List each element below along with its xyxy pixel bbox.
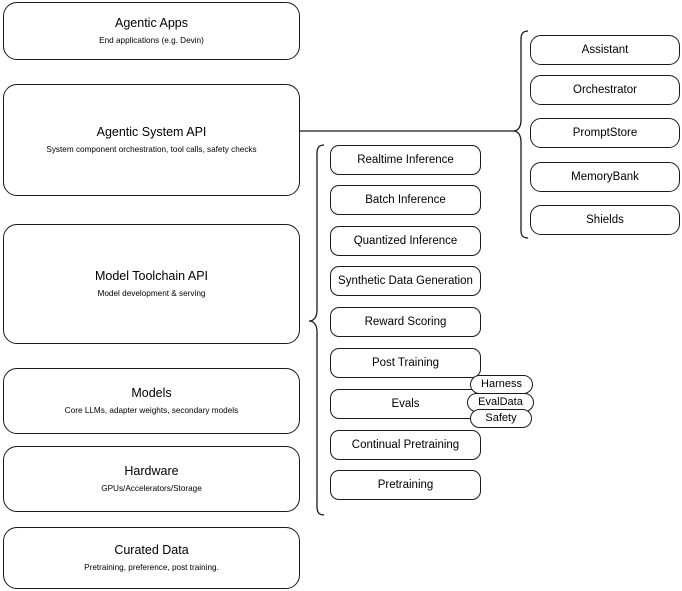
evals-subcomponent-label: EvalData	[478, 395, 523, 408]
layer-title: Models	[131, 385, 172, 400]
system-component-label: Assistant	[581, 43, 629, 56]
capability-reward-scoring[interactable]: Reward Scoring	[330, 307, 481, 337]
capability-batch-inference[interactable]: Batch Inference	[330, 185, 481, 215]
layer-title: Hardware	[124, 463, 179, 478]
capability-label: Batch Inference	[365, 193, 446, 206]
capability-label: Reward Scoring	[364, 315, 447, 328]
capability-quantized-inference[interactable]: Quantized Inference	[330, 226, 481, 256]
stack-layer-agentic-apps[interactable]: Agentic Apps End applications (e.g. Devi…	[3, 2, 300, 60]
brace-toolchain-capabilities	[308, 144, 325, 516]
evals-subcomponent-label: Safety	[485, 411, 517, 424]
capability-label: Post Training	[371, 356, 440, 369]
system-component-shields[interactable]: Shields	[530, 205, 680, 235]
stack-layer-agentic-system-api[interactable]: Agentic System API System component orch…	[3, 84, 300, 196]
capability-label: Pretraining	[377, 478, 434, 491]
stack-layer-curated-data[interactable]: Curated Data Pretraining, preference, po…	[3, 527, 300, 589]
system-component-label: Shields	[586, 213, 624, 226]
brace-system-components	[512, 30, 529, 239]
layer-subtitle: End applications (e.g. Devin)	[99, 36, 204, 46]
capability-label: Realtime Inference	[357, 153, 454, 166]
capability-synthetic-data-generation[interactable]: Synthetic Data Generation	[330, 266, 481, 296]
capability-post-training[interactable]: Post Training	[330, 348, 481, 378]
capability-label: Synthetic Data Generation	[338, 274, 473, 287]
evals-subcomponent-harness[interactable]: Harness	[470, 375, 533, 394]
capability-label: Evals	[391, 397, 420, 410]
evals-subcomponent-label: Harness	[481, 377, 522, 390]
system-component-label: Orchestrator	[573, 83, 637, 96]
capability-label: Quantized Inference	[353, 234, 458, 247]
system-component-label: PromptStore	[572, 126, 638, 139]
layer-subtitle: Pretraining, preference, post training.	[84, 563, 219, 573]
layer-title: Curated Data	[114, 542, 189, 557]
layer-subtitle: Core LLMs, adapter weights, secondary mo…	[64, 406, 239, 416]
capability-pretraining[interactable]: Pretraining	[330, 470, 481, 500]
layer-title: Model Toolchain API	[94, 268, 209, 283]
stack-layer-hardware[interactable]: Hardware GPUs/Accelerators/Storage	[3, 446, 300, 512]
evals-subcomponent-safety[interactable]: Safety	[470, 409, 532, 428]
layer-subtitle: GPUs/Accelerators/Storage	[101, 484, 202, 494]
system-component-assistant[interactable]: Assistant	[530, 35, 680, 65]
layer-title: Agentic Apps	[115, 15, 188, 30]
stack-layer-models[interactable]: Models Core LLMs, adapter weights, secon…	[3, 368, 300, 434]
system-component-label: MemoryBank	[571, 170, 639, 183]
layer-subtitle: Model development & serving	[97, 289, 206, 299]
capability-continual-pretraining[interactable]: Continual Pretraining	[330, 430, 481, 460]
system-component-memorybank[interactable]: MemoryBank	[530, 162, 680, 192]
stack-layer-model-toolchain-api[interactable]: Model Toolchain API Model development & …	[3, 224, 300, 344]
layer-title: Agentic System API	[96, 124, 207, 139]
capability-realtime-inference[interactable]: Realtime Inference	[330, 145, 481, 175]
system-component-promptstore[interactable]: PromptStore	[530, 118, 680, 148]
layer-subtitle: System component orchestration, tool cal…	[46, 145, 257, 155]
system-component-orchestrator[interactable]: Orchestrator	[530, 75, 680, 105]
capability-evals[interactable]: Evals	[330, 389, 481, 419]
capability-label: Continual Pretraining	[351, 438, 460, 451]
